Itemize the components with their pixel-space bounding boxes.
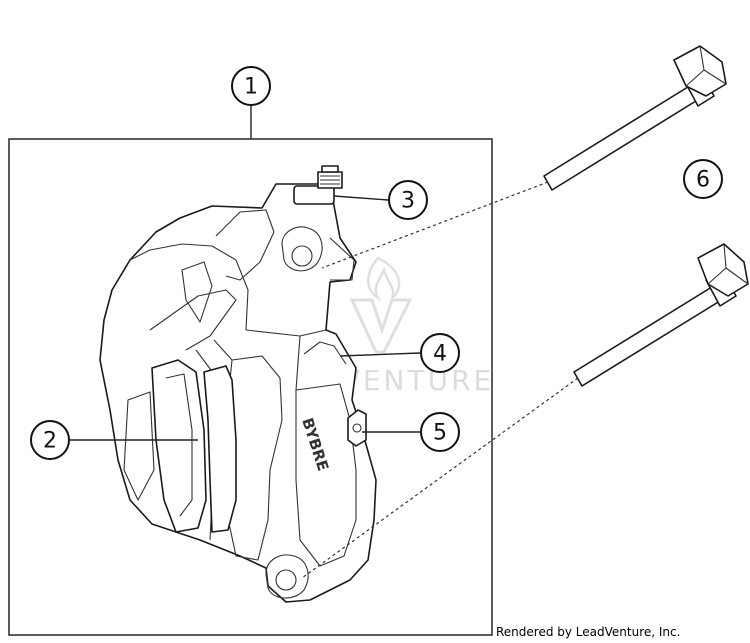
brake-pads <box>123 359 237 533</box>
mount-hole-bottom <box>275 569 297 591</box>
mounting-bolt-upper <box>543 45 727 191</box>
caliper-rib-2 <box>245 329 327 391</box>
leader-line-3 <box>333 195 389 201</box>
callout-3: 3 <box>388 180 428 220</box>
brake-caliper: BYBRE <box>99 183 377 603</box>
spring-clip-hole <box>352 423 362 433</box>
pad-retaining-pin <box>303 341 347 365</box>
callout-circle-4 <box>420 333 460 373</box>
mounting-bolt-lower <box>573 243 749 387</box>
render-credit: Rendered by LeadVenture, Inc. <box>496 625 681 639</box>
brake-pad-outer-lining <box>165 373 193 517</box>
callout-circle-3 <box>388 180 428 220</box>
callout-2: 2 <box>30 420 70 460</box>
callout-label-6: 6 <box>696 168 710 193</box>
callout-label-4: 4 <box>433 342 447 367</box>
brake-pad-inner <box>203 365 237 533</box>
bleeder-tip <box>321 165 339 173</box>
leader-line-4 <box>339 352 421 357</box>
caliper-body <box>99 183 377 603</box>
bolt-lower-head-facets <box>707 243 749 285</box>
bolt-upper-head-facets <box>685 45 727 87</box>
caliper-mount-lug-bottom <box>265 554 309 599</box>
callout-circle-2 <box>30 420 70 460</box>
callout-label-1: 1 <box>244 75 258 100</box>
caliper-mount-lug-top <box>281 226 323 272</box>
callout-1: 1 <box>231 66 271 106</box>
bleeder-base <box>293 185 335 205</box>
callout-circle-6 <box>683 159 723 199</box>
bleeder-screw <box>293 165 343 205</box>
spring-clip-body <box>347 409 367 447</box>
callout-label-3: 3 <box>401 189 415 214</box>
mount-hole-top <box>291 245 313 267</box>
bleeder-threads <box>320 175 340 185</box>
bolt-upper-alignment-line <box>321 181 549 269</box>
callout-label-5: 5 <box>433 421 447 446</box>
bolt-upper-shank <box>543 81 705 191</box>
callout-4: 4 <box>420 333 460 373</box>
bolt-upper-head <box>673 45 727 97</box>
watermark-flame-icon <box>367 256 401 302</box>
bolt-lower-alignment-line <box>301 377 579 579</box>
callout-circle-5 <box>420 412 460 452</box>
callout-5: 5 <box>420 412 460 452</box>
caliper-outer-ridge <box>129 243 249 331</box>
callout-6: 6 <box>683 159 723 199</box>
callout-circle-1 <box>231 66 271 106</box>
caliper-bracket <box>215 209 275 281</box>
callout-label-2: 2 <box>43 429 57 454</box>
brake-pad-spring <box>123 391 155 501</box>
watermark-logo-icon <box>349 298 413 354</box>
spring-clip <box>347 409 367 447</box>
caliper-face-plate <box>295 383 357 567</box>
caliper-slot <box>181 261 213 323</box>
bolt-lower-shank <box>573 281 729 387</box>
caliper-tab <box>329 237 355 281</box>
caliper-inner-bridge <box>149 289 237 351</box>
